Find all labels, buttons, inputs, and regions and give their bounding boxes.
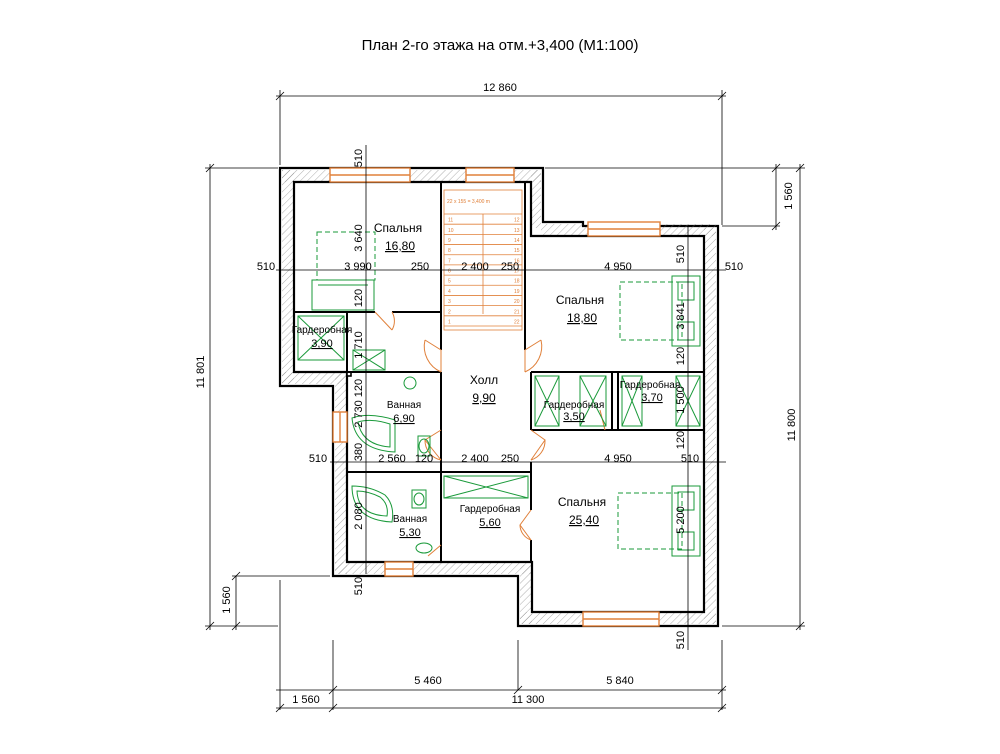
- dim-v-510-r1: 510: [675, 245, 687, 263]
- dim-row2-6: 510: [681, 453, 699, 465]
- room-labels: Спальня 16,80 Спальня 18,80 Спальня 25,4…: [292, 221, 681, 539]
- plan-title: План 2-го этажа на отм.+3,400 (М1:100): [362, 37, 639, 54]
- room-bath-lower-area: 5,30: [399, 527, 420, 539]
- dim-v-3640: 3 640: [353, 224, 365, 252]
- dim-row2-1: 2 560: [378, 453, 406, 465]
- stair-steps: 11 12 10 13 9 14 8 15 7 16 6 17 5 18 4 19 3 20 2 21 1 22: [444, 213, 522, 327]
- dim-row2-0: 510: [309, 453, 327, 465]
- room-bedroom-se-area: 25,40: [569, 513, 599, 527]
- stair-step-number: 9: [448, 238, 451, 244]
- room-wardrobe-e-name: Гардеробная: [620, 379, 681, 391]
- dim-bottom-left-offset: 1 560: [292, 694, 320, 706]
- stair-step-number: 5: [448, 279, 451, 285]
- room-bath-upper-area: 6,90: [393, 413, 414, 425]
- stair-step-number: 12: [514, 218, 520, 224]
- room-wardrobe-e-area: 3,70: [641, 392, 662, 404]
- dim-v-120-a: 120: [353, 289, 365, 307]
- stair-step-number: 16: [514, 258, 520, 264]
- stair-step-number: 6: [448, 269, 451, 275]
- stair-step-number: 2: [448, 309, 451, 315]
- dim-left-total: 11 801: [195, 356, 207, 389]
- room-bedroom-ne-name: Спальня: [556, 293, 604, 307]
- stair-step-number: 20: [514, 299, 520, 305]
- dim-right-total: 11 800: [786, 409, 798, 442]
- dim-row1-0: 510: [257, 261, 275, 273]
- dim-top-total: 12 860: [483, 82, 517, 94]
- stair-step-number: 19: [514, 289, 520, 295]
- dim-row2-2: 120: [415, 453, 433, 465]
- stair-step-number: 11: [448, 218, 453, 224]
- room-bath-lower-name: Ванная: [393, 514, 427, 525]
- room-wardrobe-w-name: Гардеробная: [292, 324, 353, 336]
- dim-v-2730: 2 730: [353, 400, 365, 428]
- dim-v-120-r2: 120: [675, 431, 687, 449]
- stair-step-number: 1: [448, 319, 451, 325]
- stair-step-number: 10: [448, 228, 454, 234]
- room-wardrobe-s-area: 5,60: [479, 517, 500, 529]
- dim-v-3841: 3 841: [675, 302, 687, 330]
- stair-step-number: 22: [514, 319, 520, 325]
- room-bedroom-nw-name: Спальня: [374, 221, 422, 235]
- dim-v-5200: 5 200: [675, 506, 687, 534]
- dim-row2-4: 250: [501, 453, 519, 465]
- dim-v-1500: 1 500: [675, 386, 687, 414]
- room-bedroom-nw-area: 16,80: [385, 239, 415, 253]
- stair-step-number: 3: [448, 299, 451, 305]
- stair-step-number: 15: [514, 248, 520, 254]
- dim-bottom-seg2: 5 840: [606, 675, 634, 687]
- dim-v-380: 380: [353, 443, 365, 461]
- stair-step-number: 7: [448, 258, 451, 264]
- stair-note: 22 x 155 = 3,400 m: [447, 199, 490, 205]
- room-wardrobe-c-area: 3,50: [563, 411, 584, 423]
- dim-row1-5: 4 950: [604, 261, 632, 273]
- room-hall-name: Холл: [470, 373, 498, 387]
- exterior-walls: [278, 166, 720, 628]
- dim-right-offset: 1 560: [783, 182, 795, 210]
- windows: [329, 167, 661, 627]
- dim-v-2080: 2 080: [353, 502, 365, 530]
- dim-v-120-r1: 120: [675, 347, 687, 365]
- room-bedroom-ne-area: 18,80: [567, 311, 597, 325]
- dim-row1-2: 250: [411, 261, 429, 273]
- room-hall-area: 9,90: [472, 391, 496, 405]
- room-wardrobe-c-name: Гардеробная: [544, 399, 605, 411]
- dim-bottom-total: 11 300: [512, 694, 545, 706]
- room-bath-upper-name: Ванная: [387, 400, 421, 411]
- dim-row1-3: 2 400: [461, 261, 489, 273]
- room-wardrobe-s-name: Гардеробная: [460, 503, 521, 515]
- stair-step-number: 14: [514, 238, 520, 244]
- dim-v-510-bl: 510: [353, 577, 365, 595]
- stair-step-number: 17: [514, 269, 520, 275]
- stair-step-number: 13: [514, 228, 520, 234]
- dim-v-510-br: 510: [675, 631, 687, 649]
- interior-walls: [294, 182, 704, 562]
- doors: [374, 311, 606, 557]
- stair-step-number: 8: [448, 248, 451, 254]
- dim-row1-6: 510: [725, 261, 743, 273]
- dim-row1-1: 3 990: [344, 261, 372, 273]
- dimensions: 12 860 5 460 5 840 1 560 11 300 11 801 1…: [195, 82, 805, 713]
- dim-bottom-seg1: 5 460: [414, 675, 442, 687]
- stair-step-number: 21: [514, 309, 520, 315]
- room-bedroom-se-name: Спальня: [558, 495, 606, 509]
- dim-v-510-top: 510: [353, 149, 365, 167]
- dim-row2-3: 2 400: [461, 453, 489, 465]
- dim-left-offset: 1 560: [221, 586, 233, 614]
- dim-v-120-b: 120: [353, 379, 365, 397]
- dim-v-1710: 1 710: [353, 331, 365, 359]
- stair-step-number: 4: [448, 289, 451, 295]
- dim-row2-5: 4 950: [604, 453, 632, 465]
- room-wardrobe-w-area: 3,90: [311, 338, 332, 350]
- dim-row1-4: 250: [501, 261, 519, 273]
- stair-step-number: 18: [514, 279, 520, 285]
